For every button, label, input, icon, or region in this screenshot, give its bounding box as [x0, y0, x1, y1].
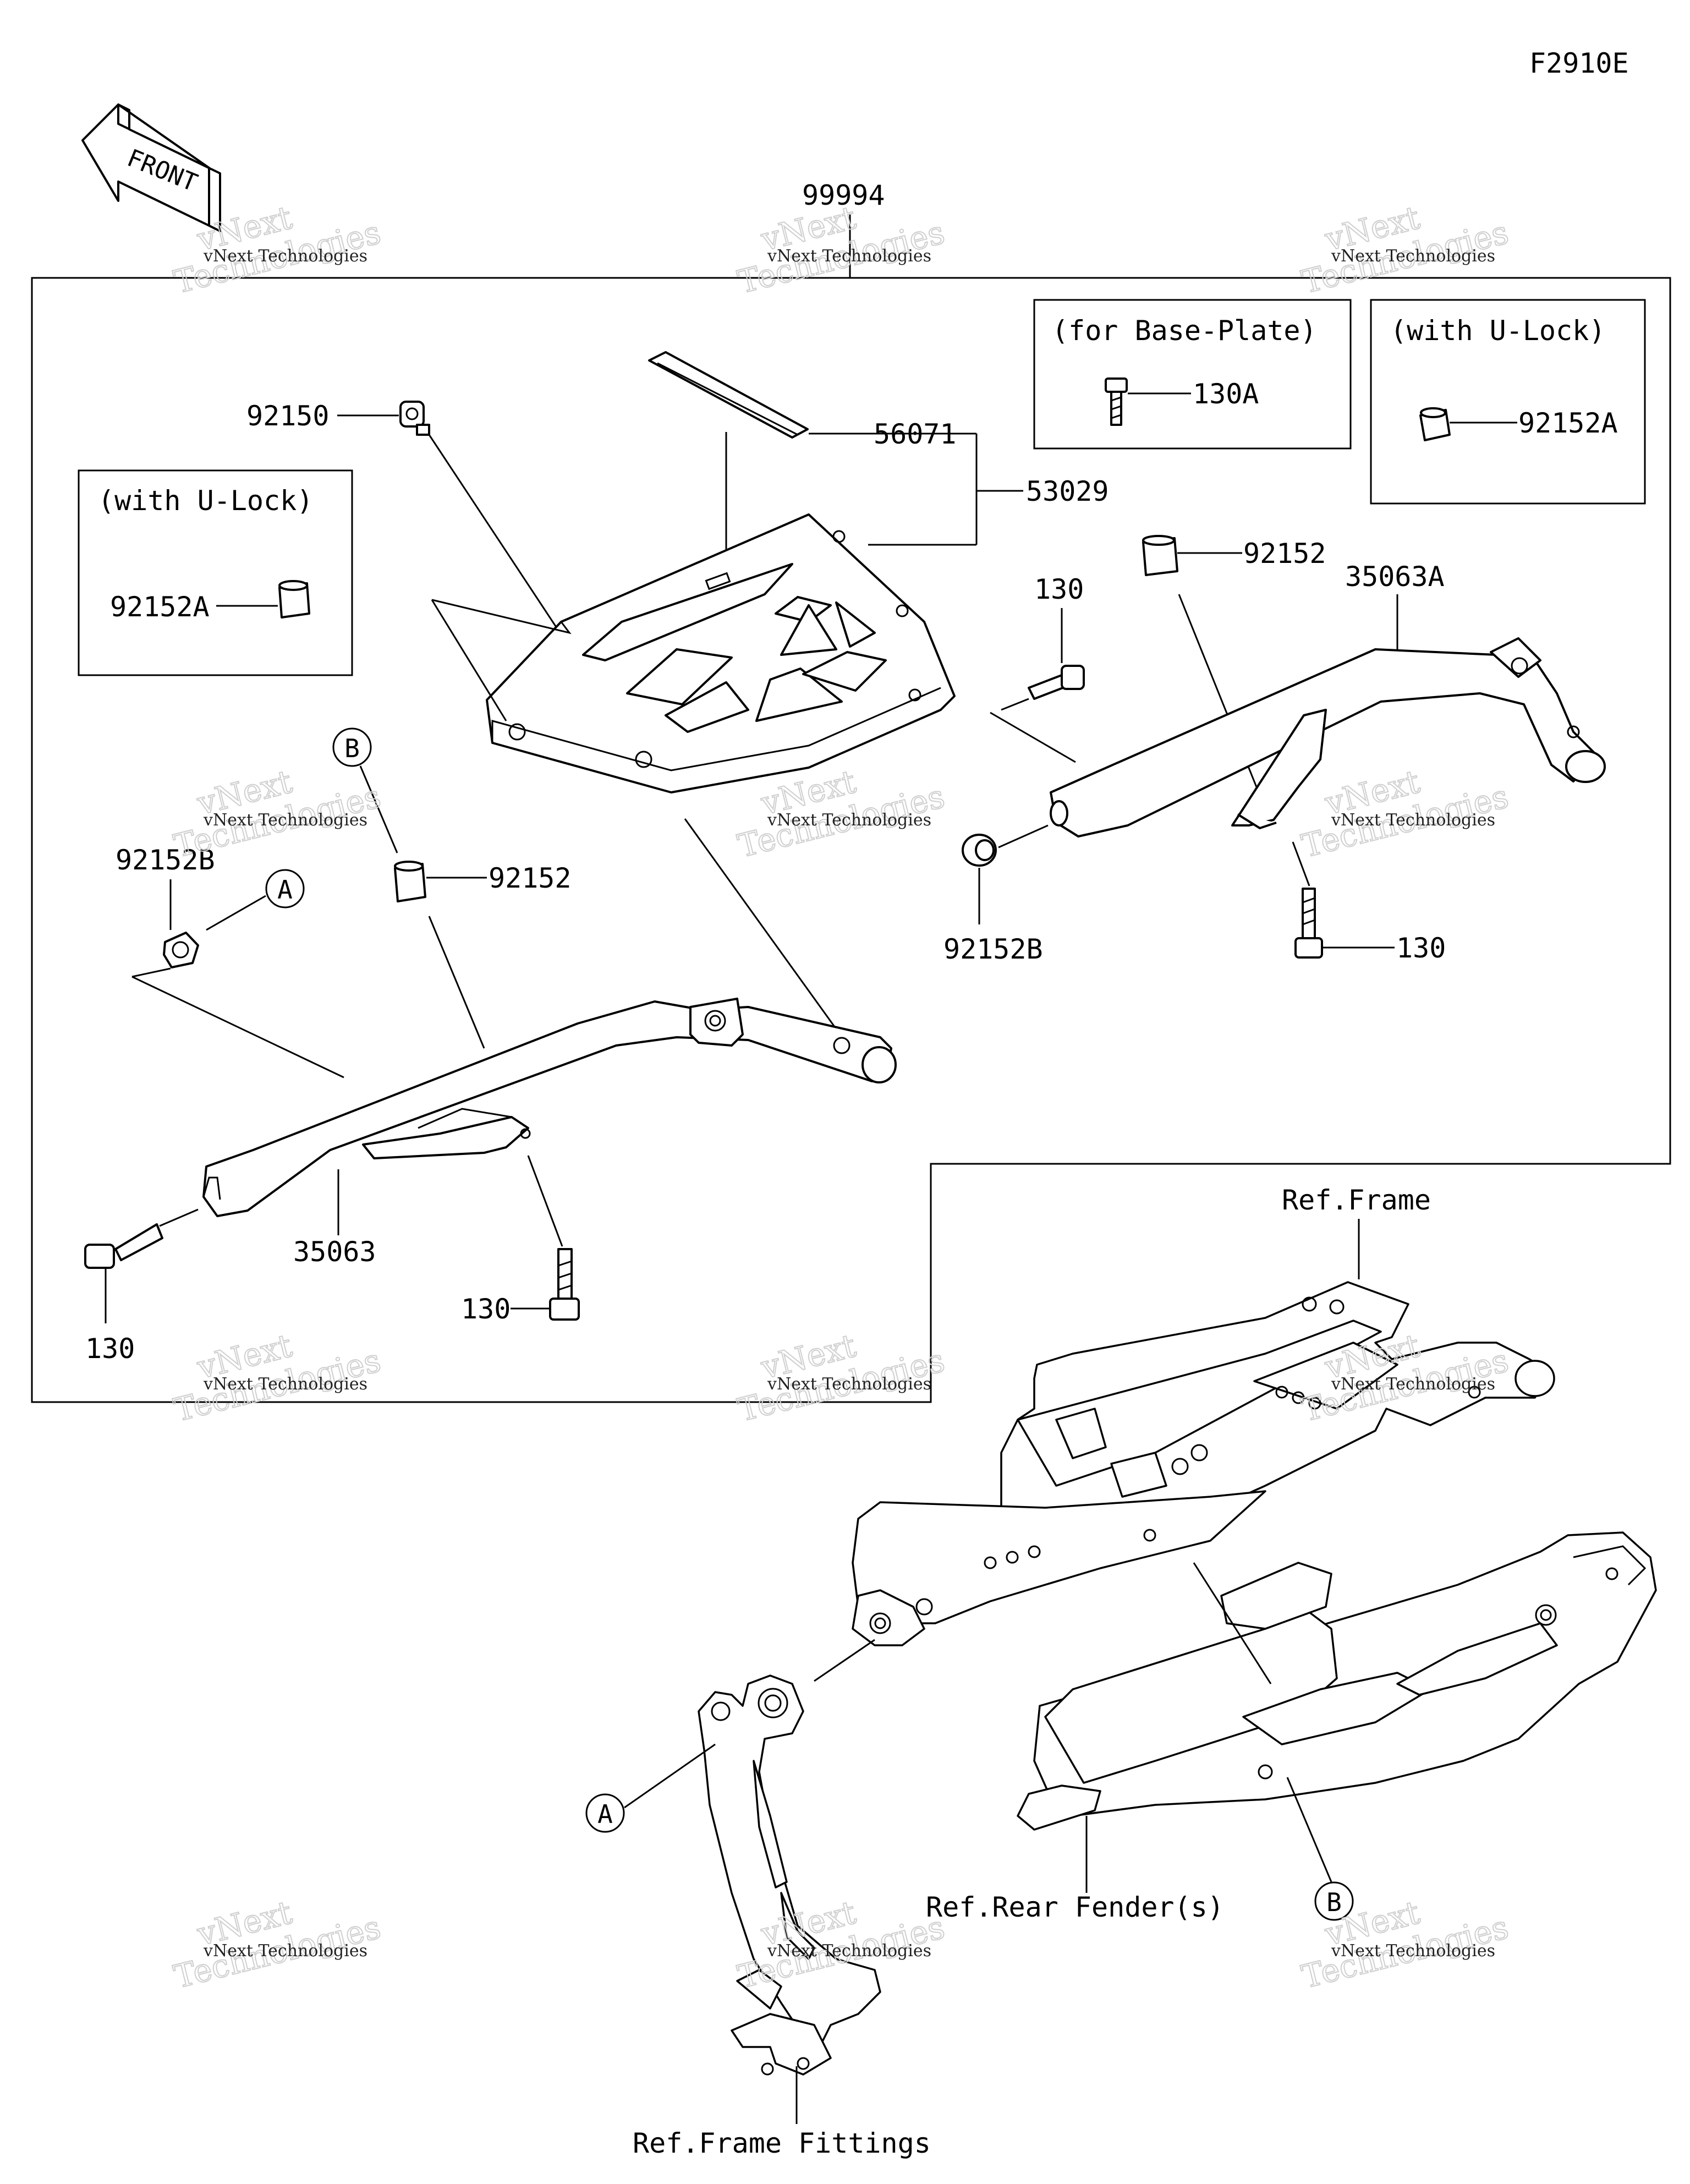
- label-130-left-mid: 130: [461, 1293, 511, 1325]
- label-35063: 35063: [293, 1236, 376, 1268]
- u-lock-note-right: (with U-Lock): [1390, 315, 1605, 347]
- callout-a-top: A: [265, 869, 305, 908]
- stay-35063: [202, 998, 897, 1217]
- spacer-92152A-icon: [1419, 407, 1451, 441]
- callout-a-bottom-text: A: [597, 1799, 613, 1829]
- ref-rear-fender-drawing: [1017, 1531, 1657, 1831]
- svg-text:vNext Technologies: vNext Technologies: [203, 811, 367, 830]
- label-92152-right: 92152: [1243, 538, 1326, 570]
- base-plate-53029: [486, 513, 956, 793]
- label-92152B-right: 92152B: [943, 933, 1043, 965]
- nut-92152B-left-icon: [163, 932, 199, 968]
- callout-b-top: B: [332, 727, 372, 767]
- spacer-92152A-left-icon: [278, 580, 310, 618]
- nut-92152B-right-icon: [962, 834, 997, 867]
- svg-text:vNext Technologies: vNext Technologies: [1331, 247, 1495, 266]
- callout-a-bottom: A: [585, 1793, 625, 1833]
- label-92150: 92150: [246, 400, 330, 432]
- base-plate-note-box: (for Base-Plate) 130A: [1033, 299, 1352, 450]
- spacer-92152-left-icon: [394, 861, 426, 902]
- ref-frame-fittings-drawing: [698, 1674, 881, 2076]
- svg-text:vNext Technologies: vNext Technologies: [203, 1375, 367, 1394]
- u-lock-note-left: (with U-Lock): [98, 485, 313, 517]
- label-130-left-bottom: 130: [85, 1333, 135, 1365]
- label-35063A: 35063A: [1345, 561, 1445, 593]
- label-130-right-lower: 130: [1396, 932, 1446, 964]
- callout-b-top-text: B: [344, 734, 360, 763]
- label-56071: 56071: [874, 418, 957, 450]
- svg-text:vNext Technologies: vNext Technologies: [767, 811, 931, 830]
- group-number: 99994: [802, 179, 885, 211]
- svg-text:vNext Technologies: vNext Technologies: [203, 1941, 367, 1961]
- bolt-130-left-bottom-icon: [84, 1223, 163, 1269]
- svg-text:vNext Technologies: vNext Technologies: [203, 247, 367, 266]
- label-53029: 53029: [1026, 475, 1109, 507]
- front-arrow-icon: FRONT: [81, 103, 221, 232]
- callout-a-top-text: A: [277, 875, 293, 905]
- base-plate-note: (for Base-Plate): [1052, 315, 1317, 347]
- bolt-130-upper-right-icon: [1028, 665, 1085, 700]
- label-130A: 130A: [1193, 378, 1259, 410]
- kit-frame: [31, 277, 1671, 1403]
- svg-text:vNext Technologies: vNext Technologies: [1331, 1941, 1495, 1961]
- bolt-130-left-mid-icon: [549, 1248, 580, 1321]
- svg-text:vNext Technologies: vNext Technologies: [767, 247, 931, 266]
- ref-frame-fittings-label: Ref.Frame Fittings: [633, 2127, 931, 2159]
- bolt-92150-icon: [399, 401, 430, 436]
- label-92152-left: 92152: [489, 862, 572, 894]
- label-92152A-right: 92152A: [1518, 407, 1618, 439]
- sticker-56071: [648, 351, 809, 439]
- svg-text:vNext Technologies: vNext Technologies: [1331, 811, 1495, 830]
- diagram-code: F2910E: [1529, 47, 1629, 79]
- u-lock-note-box-right: (with U-Lock) 92152A: [1370, 299, 1646, 505]
- callout-b-bottom-text: B: [1326, 1887, 1342, 1917]
- ref-frame-label: Ref.Frame: [1282, 1184, 1431, 1216]
- label-92152A-left: 92152A: [110, 591, 210, 623]
- label-130-upper-right: 130: [1034, 573, 1084, 605]
- callout-b-bottom: B: [1314, 1881, 1354, 1921]
- stay-35063A: [1050, 637, 1606, 838]
- ref-frame-drawing: [852, 1281, 1555, 1646]
- spacer-92152-right-icon: [1142, 535, 1178, 576]
- bolt-130A-icon: [1105, 377, 1128, 426]
- ref-rear-fender-label: Ref.Rear Fender(s): [926, 1891, 1224, 1923]
- svg-text:vNext Technologies: vNext Technologies: [1331, 1375, 1495, 1394]
- svg-text:vNext Technologies: vNext Technologies: [767, 1941, 931, 1961]
- label-92152B-left: 92152B: [116, 844, 215, 876]
- bolt-130-right-lower-icon: [1294, 888, 1323, 959]
- svg-text:vNext Technologies: vNext Technologies: [767, 1375, 931, 1394]
- u-lock-note-box-left: (with U-Lock) 92152A: [78, 469, 353, 676]
